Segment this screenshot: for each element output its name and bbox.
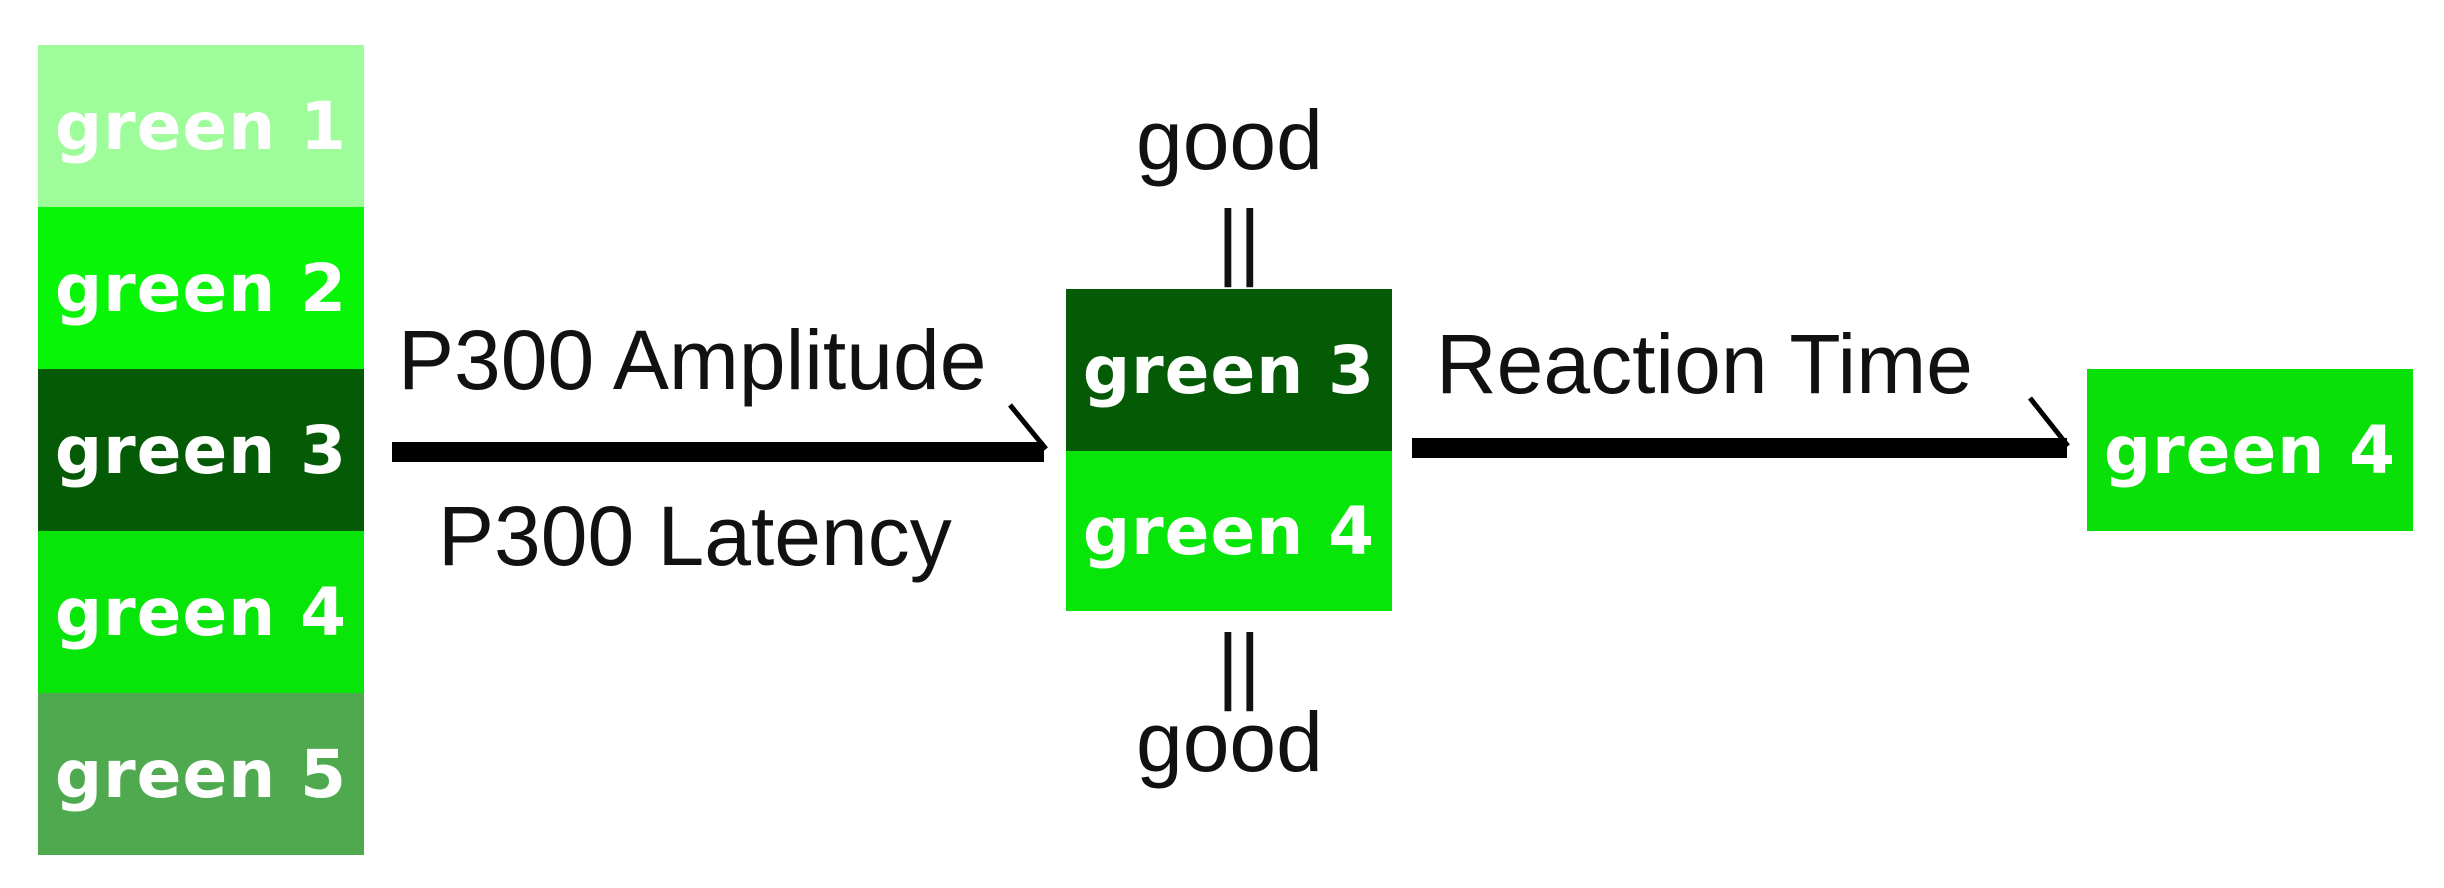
arrow-1-shaft (392, 442, 1044, 462)
arrow-1-bottom-label: P300 Latency (438, 489, 952, 583)
arrow-2-head (2028, 396, 2070, 448)
left-box-green-3: green 3 (38, 369, 364, 531)
box-label: green 5 (54, 735, 348, 813)
box-label: green 3 (54, 411, 348, 489)
top-good-label: good (1136, 93, 1323, 187)
middle-box-green-4: green 4 (1066, 451, 1392, 611)
bottom-good-label: good (1136, 695, 1323, 789)
box-label: green 1 (54, 87, 348, 165)
left-box-green-1: green 1 (38, 45, 364, 207)
box-label: green 2 (54, 249, 348, 327)
arrow-1 (392, 403, 1048, 462)
left-box-green-2: green 2 (38, 207, 364, 369)
box-label: green 4 (54, 573, 348, 651)
box-label: green 4 (2103, 411, 2397, 489)
left-box-green-4: green 4 (38, 531, 364, 693)
left-box-green-5: green 5 (38, 693, 364, 855)
arrow-2-top-label: Reaction Time (1436, 317, 1973, 411)
arrow-2 (1412, 396, 2070, 458)
middle-box-green-3: green 3 (1066, 289, 1392, 451)
arrow-1-head (1008, 403, 1048, 451)
box-label: green 4 (1082, 492, 1376, 570)
bottom-equals-symbol: || (1217, 617, 1261, 711)
box-label: green 3 (1082, 331, 1376, 409)
arrow-1-top-label: P300 Amplitude (398, 313, 987, 407)
arrow-2-shaft (1412, 438, 2067, 458)
top-equals-symbol: || (1217, 193, 1261, 287)
result-box-green-4: green 4 (2087, 369, 2413, 531)
